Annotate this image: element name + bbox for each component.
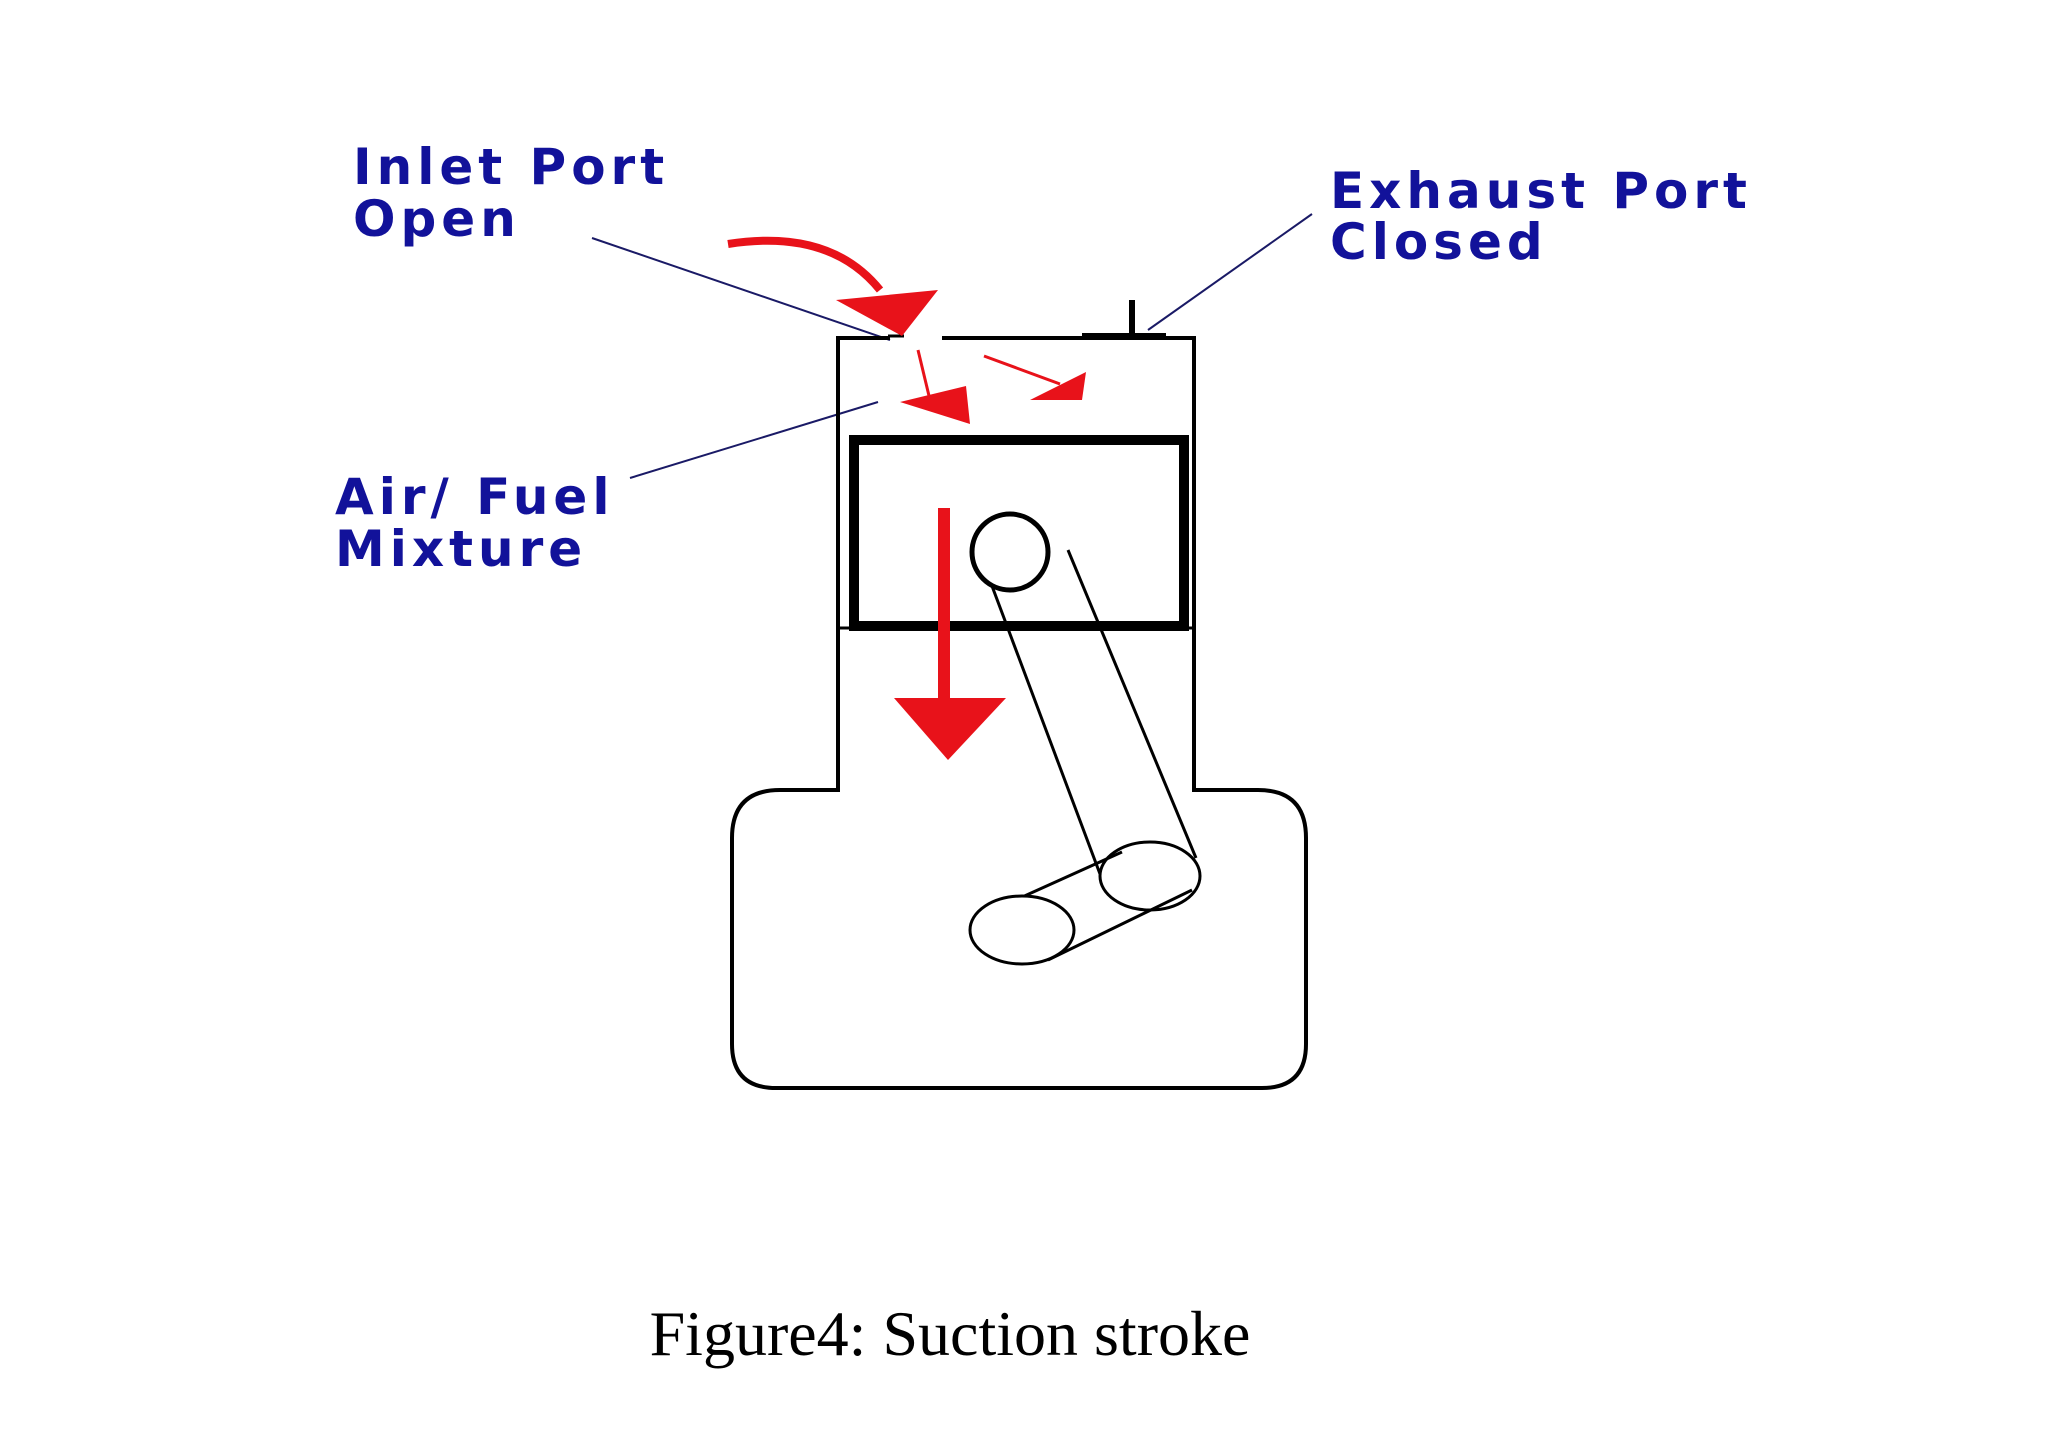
inlet-port-label-line1: Inlet Port	[353, 138, 669, 196]
cylinder-wall	[730, 336, 1308, 1090]
exhaust-leader-line	[1147, 213, 1313, 331]
exhaust-port-label-line1: Exhaust Port	[1330, 162, 1752, 220]
exhaust-valve-icon	[1082, 300, 1166, 339]
inlet-port-label-line2: Open	[353, 190, 521, 248]
air-fuel-mixture-label-line1: Air/ Fuel	[335, 468, 614, 526]
exhaust-port-label-line2: Closed	[1330, 213, 1548, 271]
air-fuel-mixture-label: Air/ Fuel Mixture	[335, 468, 614, 578]
crankshaft	[968, 850, 1193, 966]
inlet-leader-line	[591, 237, 891, 341]
intake-flow-arrow	[727, 236, 938, 336]
exhaust-port-label: Exhaust Port Closed	[1330, 162, 1752, 271]
wrist-pin-icon	[969, 511, 1051, 593]
figure-caption: Figure4: Suction stroke	[650, 1298, 1251, 1369]
mixture-flow-arrow-1	[900, 349, 970, 424]
mixture-leader-line	[629, 401, 879, 479]
inlet-port-label: Inlet Port Open	[353, 138, 669, 248]
air-fuel-mixture-label-line2: Mixture	[335, 520, 587, 578]
connecting-rod	[969, 511, 1202, 912]
mixture-flow-arrow-2	[983, 354, 1086, 400]
piston-motion-arrow	[894, 508, 1006, 760]
crank-pin-icon	[968, 894, 1076, 966]
